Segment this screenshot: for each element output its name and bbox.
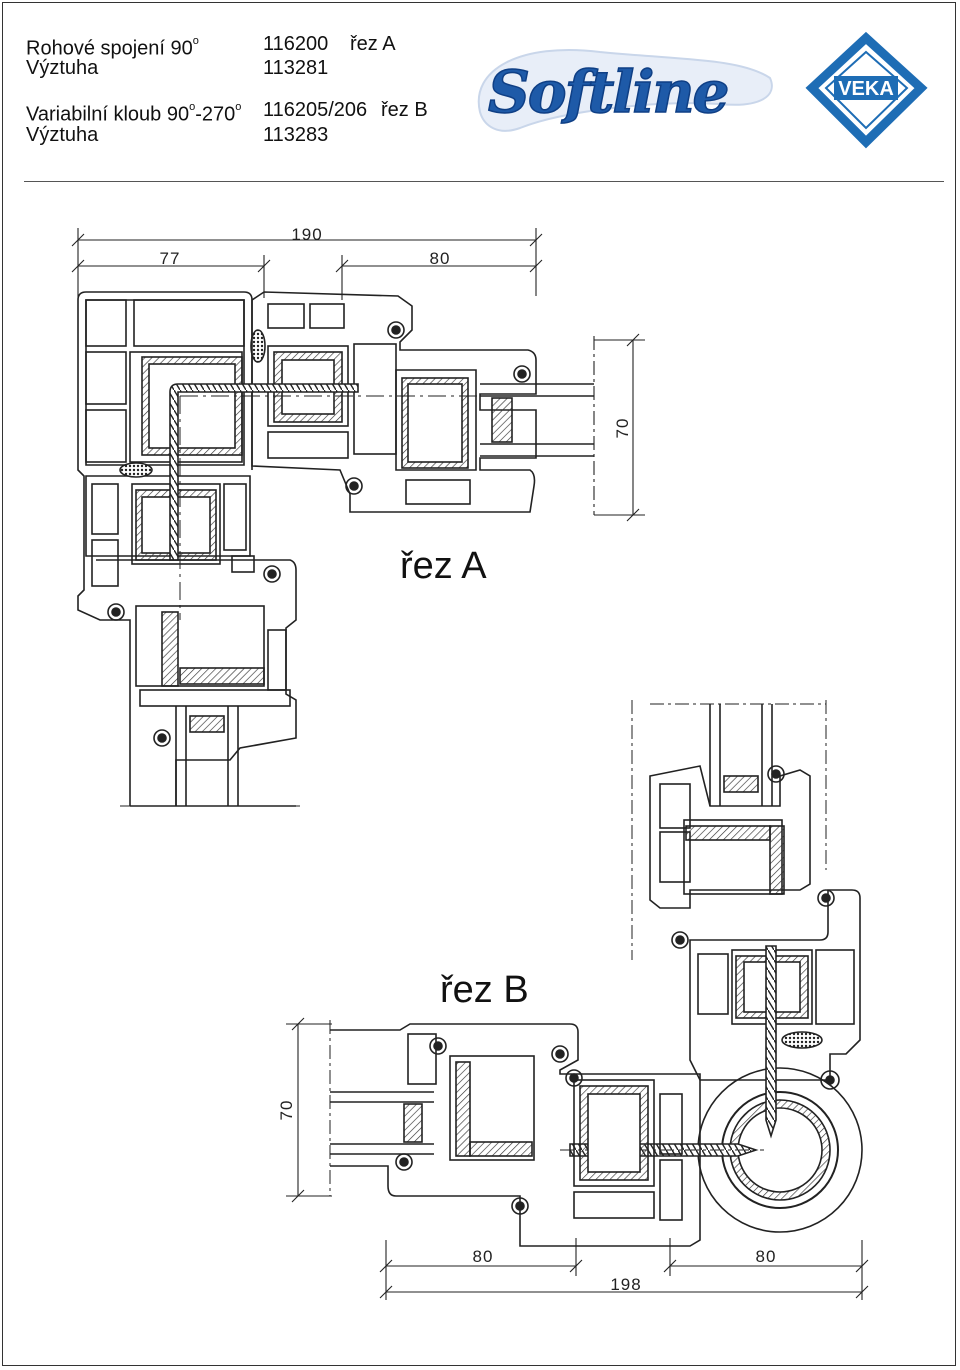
section-b-screw-vertical <box>765 945 777 1139</box>
header-line3-code: 116205/206 <box>263 99 368 121</box>
section-b-dim-left: 80 <box>473 1247 494 1266</box>
section-a-dim-total: 190 <box>291 225 322 244</box>
header-line1-section: řez A <box>350 33 396 55</box>
header-line3-label: Variabilní kloub 90o-270o <box>26 101 242 126</box>
header-line3-section: řez B <box>381 99 428 121</box>
section-b-dim-height: 70 <box>277 1100 296 1121</box>
section-b-dim-total: 198 <box>610 1275 641 1294</box>
section-b-rotary-joint <box>697 1067 863 1233</box>
section-a-glass-lower <box>175 706 239 806</box>
section-b-dim-right-line <box>663 1238 869 1300</box>
header-line2-label: Výztuha <box>26 57 99 79</box>
veka-logo: VEKA <box>805 31 928 149</box>
section-a-dim-height-line <box>593 333 645 522</box>
section-a-drawing <box>71 228 645 807</box>
header-line4-label: Výztuha <box>26 124 99 146</box>
section-a-dim-height: 70 <box>613 418 632 439</box>
section-a-label: řez A <box>400 545 487 587</box>
veka-text: VEKA <box>838 78 894 100</box>
section-a-dim-right: 80 <box>430 249 451 268</box>
section-b-glass-top <box>709 704 773 806</box>
section-a-screw <box>169 383 359 561</box>
section-b-frame-right <box>689 889 861 1081</box>
section-a-frame-outline <box>77 291 253 806</box>
section-b-glass-left <box>330 1091 434 1155</box>
section-a-dim-left-line <box>71 255 271 298</box>
section-b-label: řez B <box>440 969 529 1011</box>
section-a-dim-right-line <box>335 255 543 300</box>
header-line4-code: 113283 <box>263 124 329 146</box>
section-b-dim-total-line <box>379 1285 869 1299</box>
section-b-sash-left <box>330 1023 701 1247</box>
header-divider <box>24 181 944 182</box>
softline-logo: Softline <box>477 48 773 132</box>
section-b-dim-left-line <box>379 1238 583 1300</box>
section-b-drawing <box>286 700 869 1300</box>
softline-text: Softline <box>488 58 728 126</box>
section-a-dim-total-line <box>71 228 543 300</box>
section-b-dim-right: 80 <box>756 1247 777 1266</box>
header-line1-label: Rohové spojení 90o <box>26 35 199 60</box>
section-a-dim-left: 77 <box>160 249 181 268</box>
header-line1-code: 116200 <box>263 33 329 55</box>
section-b-sash-top <box>649 765 811 909</box>
header-line2-code: 113281 <box>263 57 329 79</box>
section-b-dim-height-line <box>286 1017 332 1203</box>
